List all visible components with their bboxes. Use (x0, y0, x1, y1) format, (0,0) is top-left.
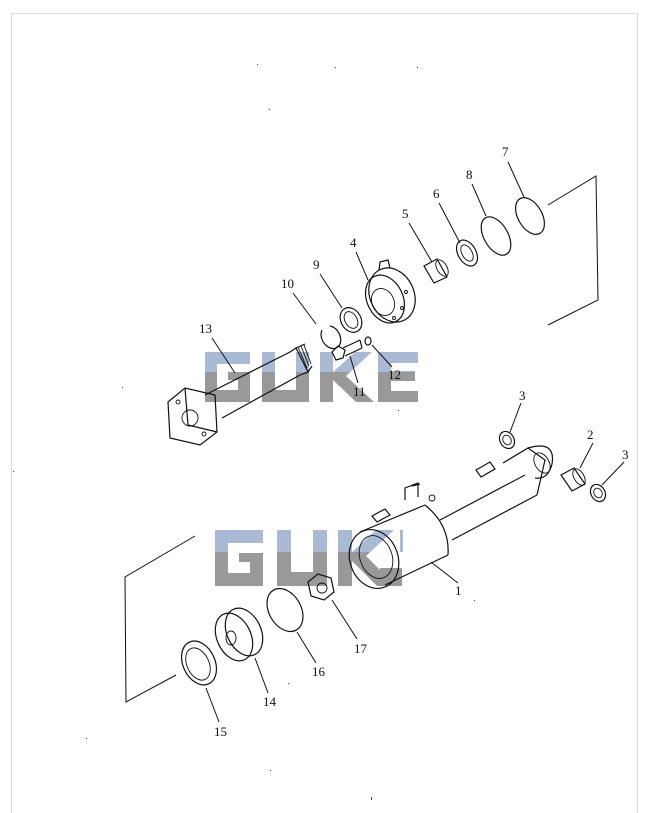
part-11-bolt (331, 339, 363, 361)
callout-7: 7 (502, 144, 509, 159)
callout-9: 9 (313, 257, 320, 272)
callout-5: 5 (402, 206, 409, 221)
part-6-bearing (455, 239, 479, 267)
group-bracket-upper (547, 175, 599, 326)
part-2-bushing (560, 467, 586, 492)
callout-3-upper: 3 (519, 388, 526, 403)
part-5-bushing (423, 258, 449, 284)
part-4-housing (364, 259, 416, 324)
part-7-o-ring (514, 197, 546, 235)
part-14-piston (214, 607, 264, 662)
callout-12: 12 (388, 367, 401, 382)
watermark-guke-upper (205, 352, 418, 402)
part-3-seal-upper (498, 430, 516, 450)
part-3-seal-right (589, 483, 607, 503)
callout-4: 4 (350, 235, 357, 250)
callout-16: 16 (312, 664, 326, 679)
diagram-frame (11, 13, 638, 813)
part-17-nut (307, 573, 335, 601)
part-1-cylinder (348, 445, 554, 589)
part-10-snap-ring (320, 325, 342, 350)
leader-lines (205, 161, 625, 723)
watermark-guke-lower (215, 530, 403, 586)
callout-10: 10 (281, 276, 294, 291)
scan-specks (13, 64, 475, 800)
part-12-washer (364, 336, 372, 346)
callout-6: 6 (433, 186, 440, 201)
part-16-ring (266, 587, 304, 633)
callout-17: 17 (354, 641, 368, 656)
callout-15: 15 (214, 724, 227, 739)
part-9-bearing (339, 307, 363, 333)
callout-14: 14 (263, 694, 277, 709)
callout-1: 1 (455, 583, 462, 598)
group-bracket-lower (124, 535, 196, 703)
callout-11: 11 (353, 384, 366, 399)
callout-13: 13 (199, 321, 212, 336)
part-13-rod-head (167, 343, 313, 446)
callout-2: 2 (587, 427, 594, 442)
callout-8: 8 (466, 167, 473, 182)
part-15-seal (180, 640, 218, 686)
part-8-o-ring (480, 216, 512, 256)
callout-3-right: 3 (622, 447, 629, 462)
